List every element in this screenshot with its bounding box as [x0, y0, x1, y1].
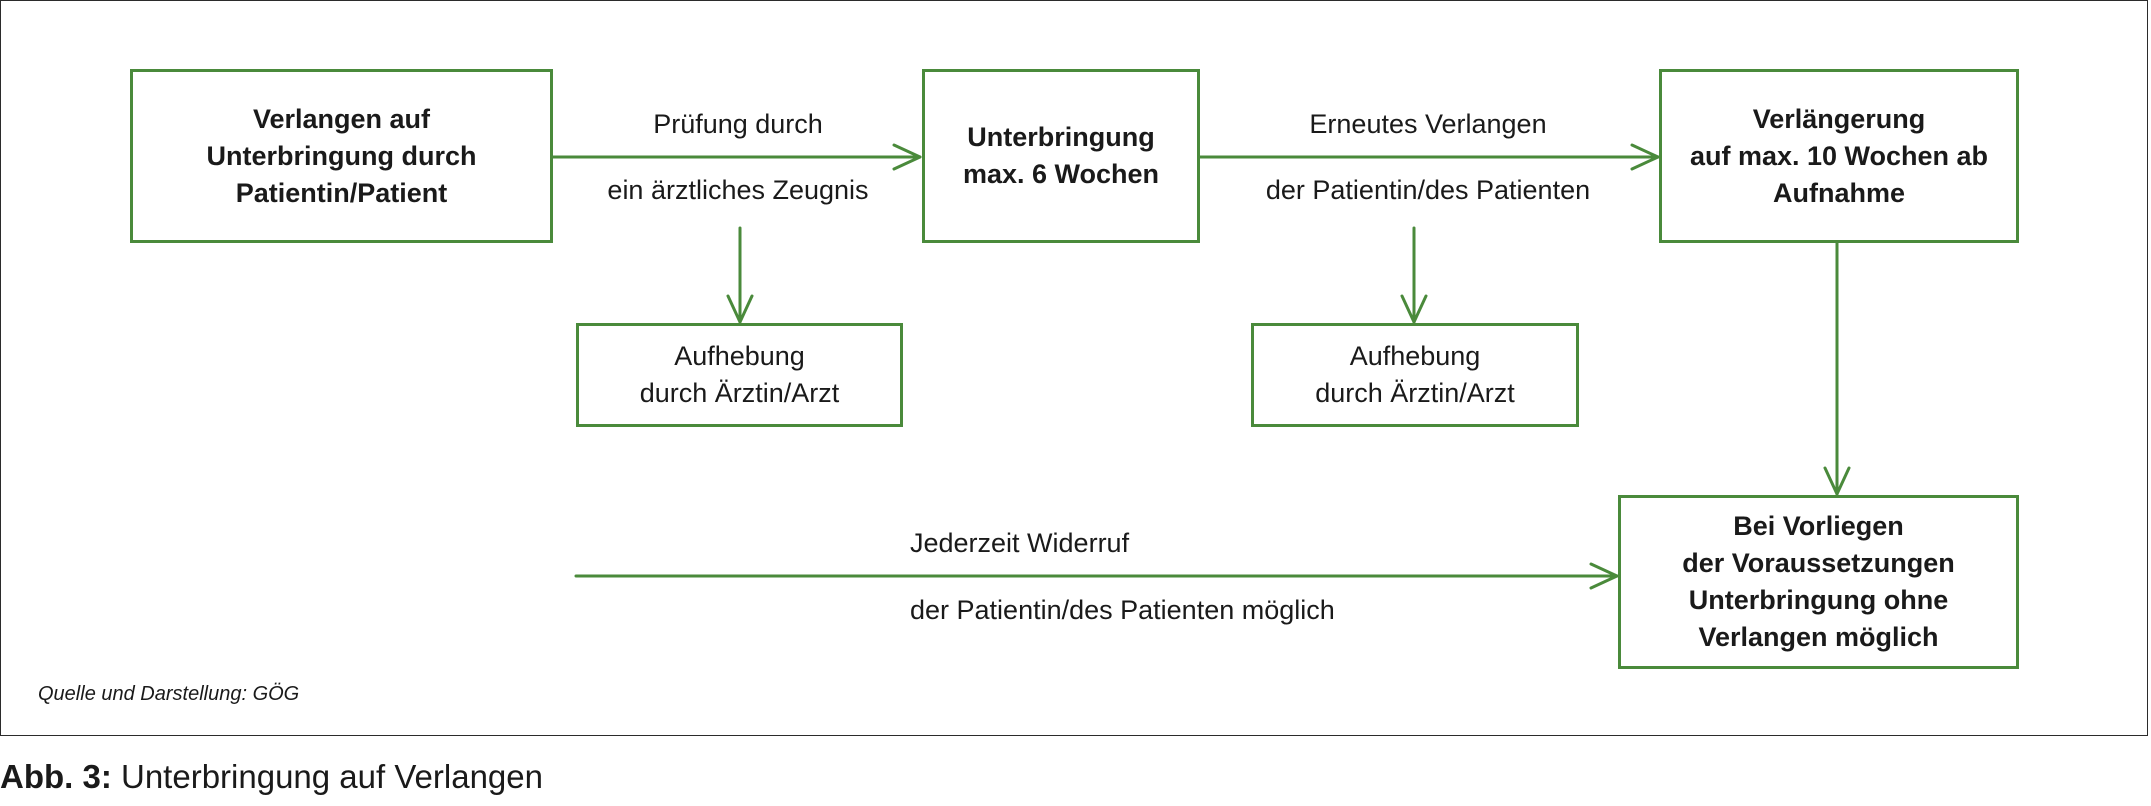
caption-title: Unterbringung auf Verlangen	[121, 758, 543, 795]
edge-label-renew-line1: Erneutes Verlangen	[1309, 109, 1547, 139]
arrow-to-cancel-1	[726, 226, 754, 324]
edge-label-check-line1: Prüfung durch	[653, 109, 823, 139]
node-placement: Unterbringung max. 6 Wochen	[922, 69, 1200, 243]
node-request: Verlangen auf Unterbringung durch Patien…	[130, 69, 553, 243]
edge-label-renew-line2: der Patientin/des Patienten	[1265, 175, 1591, 205]
source-note: Quelle und Darstellung: GÖG	[38, 683, 300, 705]
edge-label-check-line2: ein ärztliches Zeugnis	[607, 175, 869, 205]
caption-label: Abb. 3:	[0, 758, 112, 795]
figure-frame	[0, 0, 2148, 736]
node-cancel-2: Aufhebung durch Ärztin/Arzt	[1251, 323, 1579, 427]
arrow-revocation	[574, 562, 1619, 590]
node-cancel-1: Aufhebung durch Ärztin/Arzt	[576, 323, 903, 427]
edge-label-revoke-line1: Jederzeit Widerruf	[910, 528, 1130, 558]
node-without-request: Bei Vorliegen der Voraussetzungen Unterb…	[1618, 495, 2019, 669]
figure-caption: Abb. 3: Unterbringung auf Verlangen	[0, 757, 543, 797]
node-extension: Verlängerung auf max. 10 Wochen ab Aufna…	[1659, 69, 2019, 243]
arrow-to-cancel-2	[1400, 226, 1428, 324]
arrow-request-to-placement	[550, 143, 922, 171]
arrow-placement-to-extension	[1196, 143, 1660, 171]
edge-label-revoke-line2: der Patientin/des Patienten möglich	[910, 595, 1335, 625]
arrow-extension-to-without-request	[1823, 240, 1851, 496]
